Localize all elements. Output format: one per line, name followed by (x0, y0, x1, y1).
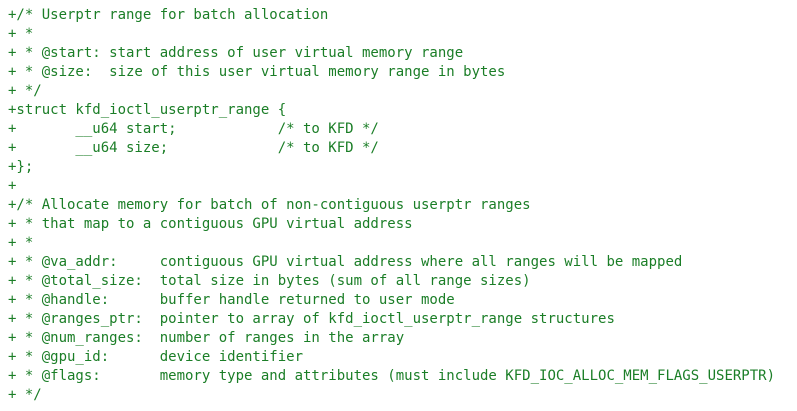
code-line-18: + * @num_ranges: number of ranges in the… (8, 330, 405, 346)
code-line-15: + * @total_size: total size in bytes (su… (8, 273, 531, 289)
code-line-1: +/* Userptr range for batch allocation (8, 7, 329, 23)
code-line-12: + * that map to a contiguous GPU virtual… (8, 216, 413, 232)
code-line-5: + */ (8, 83, 42, 99)
code-line-19: + * @gpu_id: device identifier (8, 349, 304, 365)
code-line-9: +}; (8, 159, 34, 175)
code-line-4: + * @size: size of this user virtual mem… (8, 64, 506, 80)
code-line-21: + */ (8, 387, 42, 403)
code-line-16: + * @handle: buffer handle returned to u… (8, 292, 455, 308)
code-line-13: + * (8, 235, 34, 251)
code-line-11: +/* Allocate memory for batch of non-con… (8, 197, 531, 213)
code-line-8: + __u64 size; /* to KFD */ (8, 140, 379, 156)
code-line-10: + (8, 178, 17, 194)
code-line-14: + * @va_addr: contiguous GPU virtual add… (8, 254, 683, 270)
code-line-7: + __u64 start; /* to KFD */ (8, 121, 379, 137)
code-line-2: + * (8, 26, 34, 42)
code-line-17: + * @ranges_ptr: pointer to array of kfd… (8, 311, 615, 327)
code-line-3: + * @start: start address of user virtua… (8, 45, 464, 61)
code-line-6: +struct kfd_ioctl_userptr_range { (8, 102, 287, 118)
code-line-20: + * @flags: memory type and attributes (… (8, 368, 776, 384)
